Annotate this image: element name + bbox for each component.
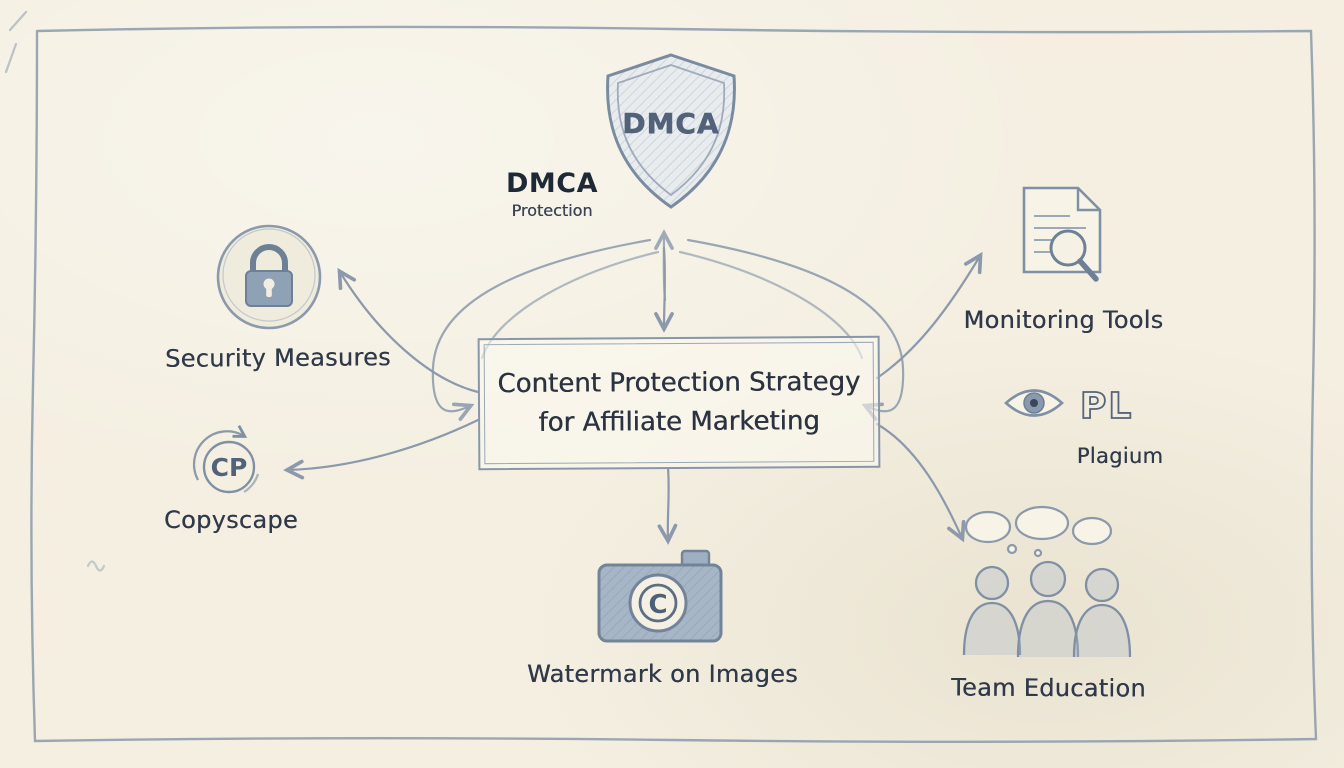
swoosh-right xyxy=(686,238,905,421)
watermark-camera-icon: C xyxy=(597,549,723,643)
dmca-shield-text: DMCA xyxy=(622,107,719,140)
swoosh-left xyxy=(431,238,652,421)
plagium-eye-icon: PL xyxy=(1004,385,1133,428)
center-strategy-line2: for Affiliate Marketing xyxy=(538,406,820,438)
copyscape-cp-text: CP xyxy=(211,453,248,482)
copyright-c-text: C xyxy=(648,590,667,620)
team-education-label: Team Education xyxy=(951,673,1146,703)
security-lock-icon xyxy=(216,224,322,330)
dmca-label-line1: DMCA xyxy=(506,168,598,199)
dmca-shield-icon: DMCA xyxy=(606,53,736,209)
watermark-on-images-label: Watermark on Images xyxy=(527,660,798,688)
margin-scribble xyxy=(86,560,106,572)
copyscape-cp-icon: CP xyxy=(192,425,260,494)
arrow-center-to-team xyxy=(875,422,966,543)
plagium-pl-text: PL xyxy=(1080,386,1133,427)
arrow-center-to-watermark xyxy=(657,466,678,545)
security-measures-label: Security Measures xyxy=(164,343,391,373)
center-strategy-text: Content Protection Strategy for Affiliat… xyxy=(497,363,860,443)
center-strategy-box: Content Protection Strategy for Affiliat… xyxy=(477,335,881,471)
monitoring-document-icon xyxy=(1022,186,1102,282)
hand-drawn-border xyxy=(30,25,1318,743)
arrow-center-to-copyscape xyxy=(283,418,480,480)
team-people-icon xyxy=(962,505,1132,658)
dmca-protection-label: DMCA Protection xyxy=(492,168,612,220)
arrow-center-to-monitoring xyxy=(875,251,983,380)
plagium-label: Plagium xyxy=(1076,444,1164,468)
monitoring-tools-label: Monitoring Tools xyxy=(963,306,1164,334)
arrow-center-to-shield xyxy=(654,229,674,302)
corner-scribble xyxy=(4,10,28,74)
copyscape-label: Copyscape xyxy=(164,506,298,534)
arrow-center-to-security xyxy=(337,267,480,394)
dmca-label-line2: Protection xyxy=(511,201,593,220)
center-strategy-line1: Content Protection Strategy xyxy=(497,366,861,400)
